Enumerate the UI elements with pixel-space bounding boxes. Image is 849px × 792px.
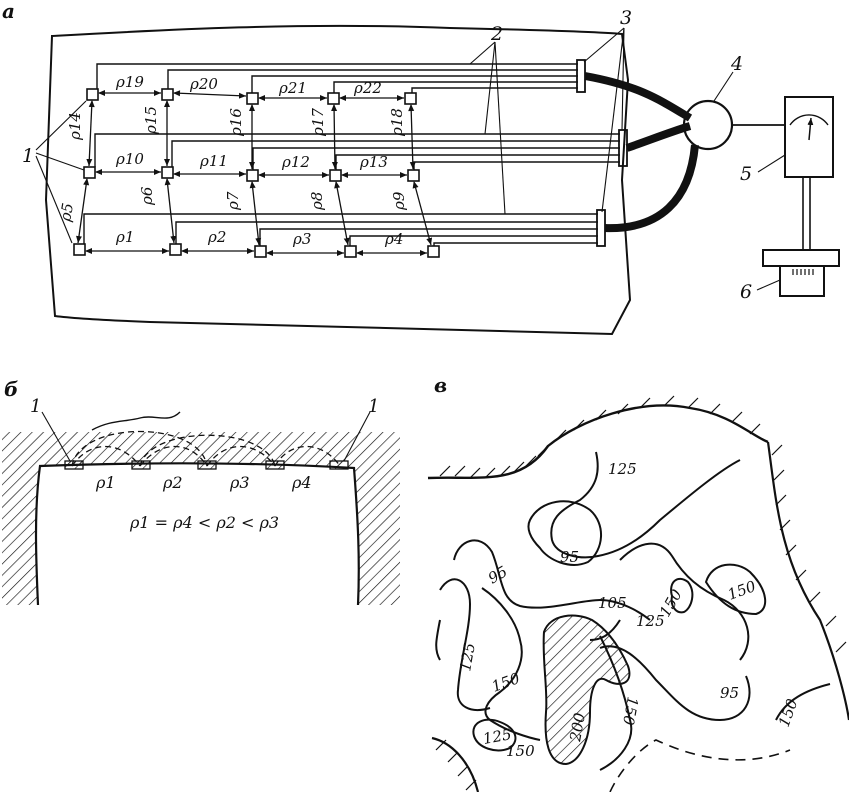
rho-b-label: ρ4	[291, 473, 312, 492]
electrodes-b	[64, 460, 349, 470]
electrode	[246, 92, 259, 105]
rho-label: ρ3	[292, 230, 311, 248]
recorder-top	[762, 249, 840, 267]
ref-1: 1	[22, 145, 34, 167]
cables	[584, 72, 699, 233]
electrode	[327, 92, 340, 105]
rho-label: ρ11	[199, 152, 228, 170]
wires-top	[96, 63, 578, 93]
panel-a: а	[2, 0, 840, 336]
contour-label: 150	[506, 742, 535, 760]
electrode	[427, 245, 440, 258]
rho-label: ρ15	[142, 106, 160, 135]
meter-box	[784, 96, 834, 178]
contour-label: 125	[608, 460, 637, 478]
electrode	[344, 245, 357, 258]
hatched-zone-200	[542, 614, 631, 766]
field-arcs	[71, 431, 341, 467]
rho-labels: ρ1 ρ2 ρ3 ρ4 ρ5 ρ6 ρ7 ρ8 ρ9 ρ10 ρ11 ρ12 ρ…	[56, 73, 408, 248]
rho-label: ρ13	[359, 153, 388, 171]
rock-outline	[44, 24, 632, 336]
contour-label: 105	[598, 594, 627, 612]
rho-label: ρ16	[227, 108, 245, 137]
contour-label: 150	[775, 696, 802, 729]
electrode	[169, 243, 182, 256]
contour-label: 150	[489, 669, 522, 696]
electrode	[83, 166, 96, 179]
gauge-icon	[789, 114, 829, 126]
recorder-body	[779, 265, 825, 297]
formula: ρ1 = ρ4 < ρ2 < ρ3	[129, 513, 279, 532]
electrode	[86, 88, 99, 101]
electrode	[407, 169, 420, 182]
ref-4: 4	[730, 53, 743, 75]
rho-b-label: ρ2	[162, 473, 183, 492]
ref-3: 3	[620, 7, 632, 29]
rho-label: ρ7	[224, 191, 242, 211]
connector-bottom	[596, 209, 606, 247]
panel-b-letter: б	[4, 377, 18, 401]
rho-label: ρ5	[56, 201, 77, 223]
measure-arrows-v	[76, 100, 433, 246]
rho-label: ρ1	[115, 228, 134, 246]
switch-unit	[682, 99, 734, 151]
rho-label: ρ8	[308, 192, 326, 211]
panel-b: б 1 1 ρ1 ρ2 ρ3 ρ4	[2, 377, 400, 606]
panel-c-letter: в	[434, 373, 447, 397]
rho-label: ρ20	[189, 75, 218, 93]
contour-label: 125	[456, 641, 479, 672]
rho-label: ρ22	[353, 79, 382, 97]
contour-label: 150	[619, 695, 642, 727]
leaders	[35, 27, 786, 291]
wires-middle	[94, 133, 620, 170]
rho-label: ρ19	[115, 73, 144, 91]
ref-1-right: 1	[368, 396, 379, 417]
rho-label: ρ4	[384, 230, 403, 248]
contour-label: 95	[720, 684, 739, 702]
panel-c: в	[427, 373, 849, 792]
connector-top	[576, 59, 586, 93]
rho-b-label: ρ1	[95, 473, 116, 492]
rho-label: ρ2	[207, 228, 226, 246]
contour-label: 125	[636, 612, 665, 630]
contour-labels: 125 95 95 95 105 125 150 150 125 150 200…	[456, 460, 801, 760]
electrode	[73, 243, 86, 256]
electrode	[161, 88, 174, 101]
rho-label: ρ6	[138, 186, 156, 206]
rho-label: ρ10	[115, 150, 144, 168]
contour-label: 150	[725, 577, 758, 604]
drift-boundary-top	[427, 404, 769, 480]
ref-2: 2	[490, 23, 503, 45]
contour-label: 125	[482, 725, 513, 748]
rho-label: ρ18	[388, 108, 406, 137]
drift-boundary-right	[766, 441, 849, 721]
ref-6: 6	[740, 281, 752, 303]
rho-b-label: ρ3	[229, 473, 250, 492]
contour-label: 95	[485, 562, 511, 587]
electrode	[329, 169, 342, 182]
rho-label: ρ17	[309, 108, 327, 137]
electrode	[161, 166, 174, 179]
wires-bottom	[83, 213, 598, 246]
contour-label: 95	[560, 548, 579, 566]
electrode	[404, 92, 417, 105]
rho-label: ρ14	[66, 112, 84, 141]
rho-label: ρ21	[278, 79, 307, 97]
panel-a-letter: а	[2, 0, 15, 23]
rho-label: ρ12	[281, 153, 310, 171]
rock-hatch	[2, 432, 400, 605]
contour-label: 200	[566, 711, 589, 744]
electrode	[254, 245, 267, 258]
ref-5: 5	[740, 163, 752, 185]
ref-1-left: 1	[30, 396, 41, 417]
rho-label: ρ9	[390, 191, 408, 211]
measure-arrows-h	[85, 90, 427, 256]
electrode	[246, 169, 259, 182]
